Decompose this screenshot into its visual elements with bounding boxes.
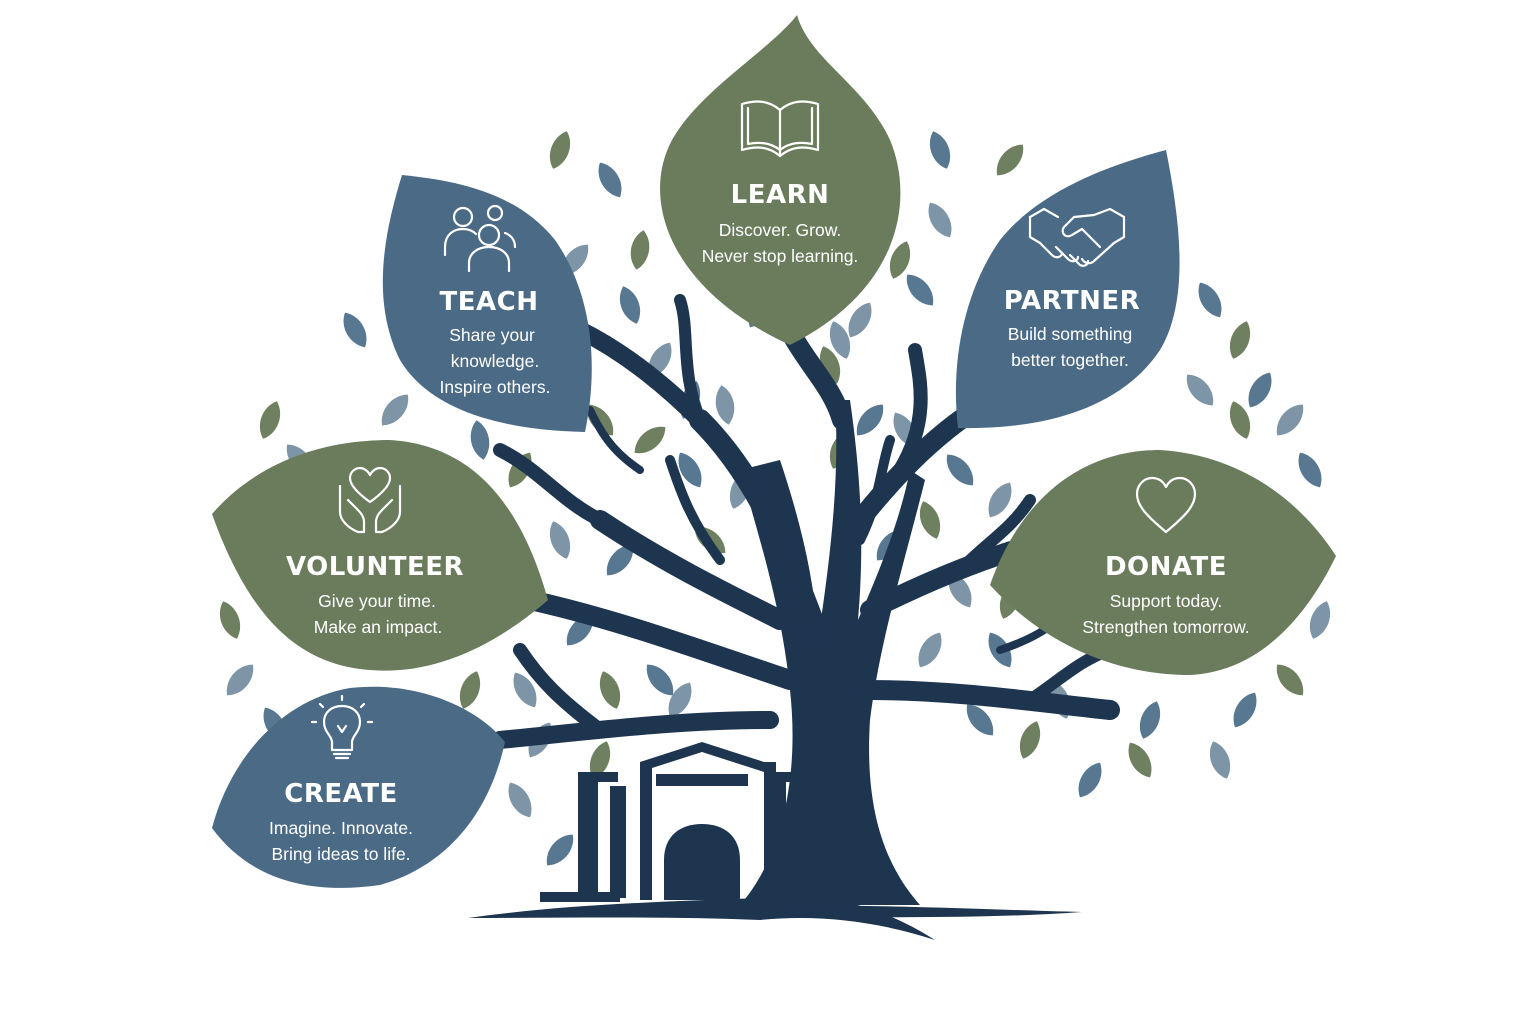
small-leaf: [928, 202, 952, 238]
small-leaf: [1309, 601, 1331, 639]
leaf-teach-line-1: Share your: [449, 325, 535, 345]
leaf-volunteer-shape: [212, 440, 548, 671]
leaf-partner-line-2: better together.: [1011, 350, 1129, 370]
small-leaf: [889, 241, 911, 279]
leaf-create: CREATE Imagine. Innovate. Bring ideas to…: [212, 686, 505, 888]
leaf-create-shape: [212, 686, 505, 888]
small-leaf: [848, 302, 872, 338]
open-book-icon: [740, 100, 820, 158]
small-leaf: [1139, 701, 1161, 739]
small-leaf: [1233, 692, 1257, 728]
small-leaf: [226, 664, 254, 696]
small-leaf: [381, 394, 409, 426]
small-leaf: [1198, 282, 1222, 318]
leaf-donate: DONATE Support today. Strengthen tomorro…: [990, 450, 1336, 675]
people-icon: [443, 204, 517, 273]
small-leaf: [946, 454, 974, 486]
small-leaf: [1019, 721, 1041, 759]
small-leaf: [1229, 401, 1251, 439]
small-leaf: [1276, 404, 1304, 436]
small-leaf: [508, 782, 532, 818]
small-leaf: [1298, 452, 1322, 488]
leaf-partner: PARTNER Build something better together.: [955, 150, 1180, 429]
small-leaf: [668, 682, 692, 718]
leaf-learn-shape: [660, 15, 901, 345]
tree-roots: [468, 898, 760, 920]
leaf-partner-line-1: Build something: [1008, 324, 1133, 344]
leaf-teach-shape: [382, 175, 592, 432]
small-leaf: [715, 385, 735, 425]
small-leaf: [906, 274, 934, 306]
small-leaf: [630, 230, 650, 270]
leaf-donate-line-2: Strengthen tomorrow.: [1082, 617, 1249, 637]
small-leaf: [829, 321, 851, 359]
leaf-donate-shape: [990, 450, 1336, 675]
small-leaf: [988, 482, 1012, 518]
building-icon: [578, 742, 800, 902]
leaf-teach: TEACH Share your knowledge. Inspire othe…: [382, 175, 592, 432]
small-leaf: [599, 671, 621, 709]
handshake-icon: [1028, 207, 1126, 267]
heart-icon: [1135, 476, 1197, 534]
small-leaf: [1248, 372, 1272, 408]
small-leaf: [1078, 762, 1102, 798]
small-leaf: [646, 664, 674, 696]
small-leaf: [634, 426, 666, 454]
lightbulb-icon: [310, 694, 374, 760]
heart-hands-icon: [338, 466, 402, 534]
small-leaf: [1229, 321, 1251, 359]
leaf-create-title: CREATE: [284, 779, 397, 809]
leaf-teach-line-2: knowledge.: [451, 351, 540, 371]
leaf-learn-line-2: Never stop learning.: [702, 246, 859, 266]
tree-trunk: [740, 400, 925, 905]
small-leaf: [549, 521, 571, 559]
small-leaf: [343, 312, 367, 348]
small-leaf: [219, 601, 241, 639]
small-leaf: [918, 632, 942, 668]
small-leaf: [459, 671, 481, 709]
small-leaf: [470, 420, 490, 460]
leaf-create-line-2: Bring ideas to life.: [271, 844, 410, 864]
small-leaf: [549, 131, 571, 169]
leaf-volunteer-line-1: Give your time.: [318, 591, 436, 611]
leaf-donate-title: DONATE: [1105, 552, 1227, 582]
small-leaf: [996, 144, 1024, 176]
leaf-learn: LEARN Discover. Grow. Never stop learnin…: [660, 15, 901, 345]
small-leaf: [259, 401, 281, 439]
leaf-volunteer-line-2: Make an impact.: [314, 617, 442, 637]
small-leaf: [1128, 742, 1152, 778]
small-leaf: [1186, 374, 1214, 406]
leaf-volunteer: VOLUNTEER Give your time. Make an impact…: [212, 440, 548, 671]
small-leaf: [619, 286, 641, 324]
small-leaf: [919, 501, 941, 539]
leaf-volunteer-title: VOLUNTEER: [286, 552, 464, 582]
leaf-donate-line-1: Support today.: [1110, 591, 1223, 611]
leaf-partner-title: PARTNER: [1004, 286, 1140, 316]
small-leaf: [589, 741, 611, 779]
leaf-learn-line-1: Discover. Grow.: [719, 220, 842, 240]
leaf-teach-title: TEACH: [440, 287, 539, 317]
small-leaf: [929, 131, 951, 169]
small-leaf: [856, 404, 884, 436]
leaf-teach-line-3: Inspire others.: [440, 377, 551, 397]
small-leaf: [606, 544, 634, 576]
leaf-create-line-1: Imagine. Innovate.: [269, 818, 413, 838]
small-leaf: [546, 834, 574, 866]
leaf-learn-title: LEARN: [731, 180, 830, 210]
small-leaf: [1276, 664, 1304, 696]
small-leaf: [966, 704, 994, 736]
small-leaf: [598, 162, 622, 198]
small-leaf: [1209, 741, 1231, 779]
small-leaf: [513, 672, 537, 708]
small-leaf: [678, 452, 702, 488]
